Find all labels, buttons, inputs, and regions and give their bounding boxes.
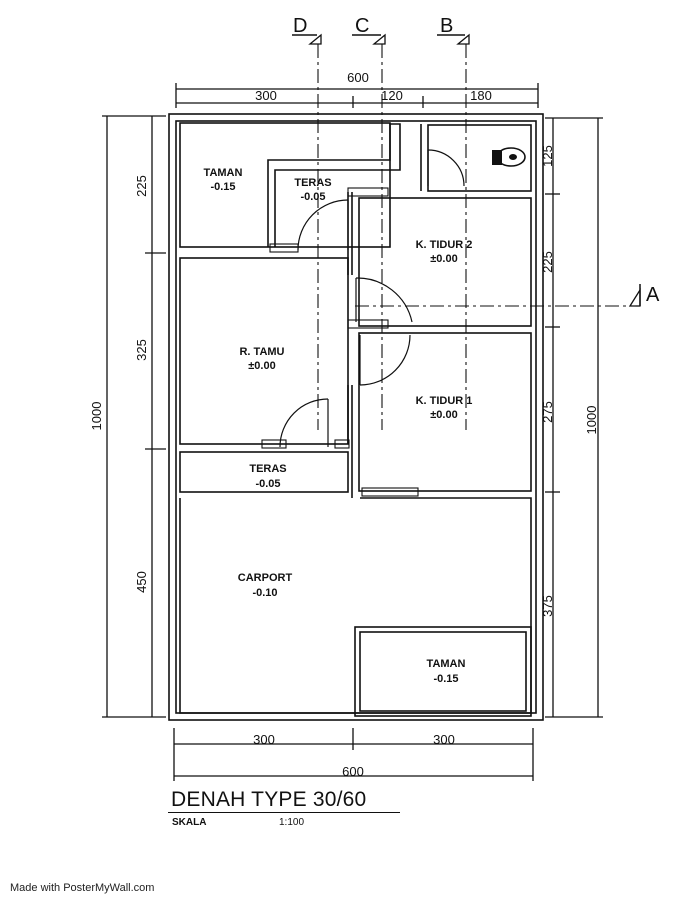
room-level-ruang-tamu: ±0.00 (248, 360, 275, 372)
scale-label: SKALA (172, 817, 207, 828)
dimension-lines-top (175, 83, 539, 108)
plan-title: DENAH TYPE 30/60 (171, 788, 367, 811)
dim-left-total: 1000 (89, 402, 104, 431)
dim-right-4: 375 (540, 595, 555, 617)
room-level-taman-bottom: -0.15 (433, 673, 458, 685)
dim-top-mid: 120 (381, 88, 403, 103)
dim-right-3: 275 (540, 401, 555, 423)
title-underline (168, 812, 400, 813)
dim-top-right: 180 (470, 88, 492, 103)
room-name-teras-top: TERAS (294, 177, 331, 189)
dim-left-1: 225 (134, 175, 149, 197)
section-label-b: B (440, 15, 453, 37)
dim-left-3: 450 (134, 571, 149, 593)
section-label-c: C (355, 15, 369, 37)
dim-right-2: 225 (540, 251, 555, 273)
dim-top-left: 300 (255, 88, 277, 103)
room-name-taman-top: TAMAN (204, 167, 243, 179)
door-swings (279, 149, 465, 448)
toilet-icon (492, 147, 526, 167)
room-name-kamar-tidur-2: K. TIDUR 2 (416, 239, 473, 251)
room-level-teras-bottom: -0.05 (255, 478, 280, 490)
dim-bottom-total: 600 (342, 764, 364, 779)
room-level-teras-top: -0.05 (300, 191, 325, 203)
room-level-carport: -0.10 (252, 587, 277, 599)
dim-right-1: 125 (540, 145, 555, 167)
dim-right-total: 1000 (584, 406, 599, 435)
dim-left-2: 325 (134, 339, 149, 361)
walls (168, 113, 544, 721)
room-name-ruang-tamu: R. TAMU (239, 346, 284, 358)
watermark-text: Made with PosterMyWall.com (10, 882, 155, 894)
room-name-kamar-tidur-1: K. TIDUR 1 (416, 395, 473, 407)
window-markers (261, 187, 419, 497)
room-name-teras-bottom: TERAS (249, 463, 286, 475)
section-marker-d: D (292, 15, 322, 45)
dimension-lines-left (102, 115, 166, 718)
dimension-lines-bottom (173, 728, 534, 781)
section-lines (317, 44, 640, 430)
section-marker-b: B (437, 15, 470, 45)
room-name-taman-bottom: TAMAN (427, 658, 466, 670)
room-name-carport: CARPORT (238, 572, 293, 584)
section-marker-a: A (628, 284, 660, 307)
dimension-lines-right (545, 117, 603, 718)
scale-value: 1:100 (279, 817, 305, 828)
dim-bottom-left: 300 (253, 732, 275, 747)
room-level-kamar-tidur-2: ±0.00 (430, 253, 457, 265)
dim-top-total: 600 (347, 70, 369, 85)
dim-bottom-right: 300 (433, 732, 455, 747)
section-marker-c: C (352, 15, 386, 45)
section-label-a: A (646, 284, 660, 306)
room-level-kamar-tidur-1: ±0.00 (430, 409, 457, 421)
section-label-d: D (293, 15, 307, 37)
room-level-taman-top: -0.15 (210, 181, 235, 193)
